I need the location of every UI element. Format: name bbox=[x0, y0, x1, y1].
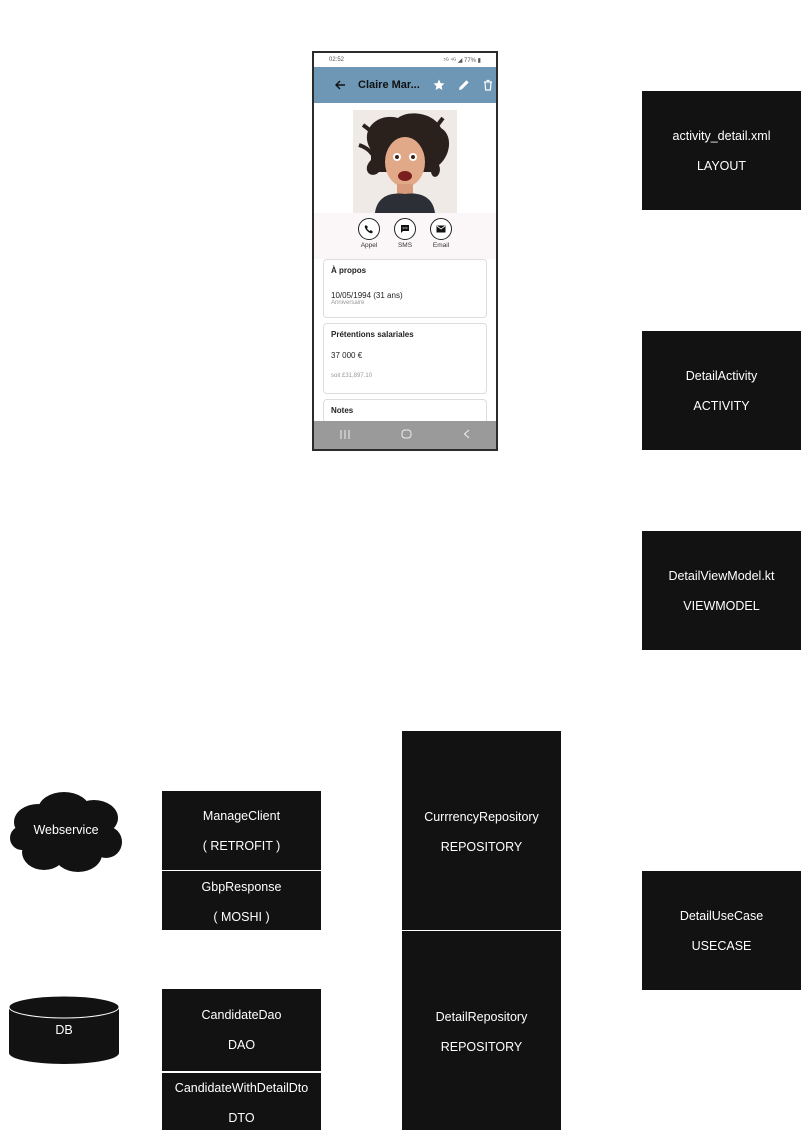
birthday-label: Anniversaire bbox=[331, 300, 365, 306]
activity-node-name: DetailActivity bbox=[685, 368, 758, 383]
webservice-cloud: Webservice bbox=[8, 790, 124, 874]
email-action[interactable]: Email bbox=[430, 218, 452, 259]
call-label: Appel bbox=[360, 242, 378, 249]
db-label: DB bbox=[55, 1023, 73, 1037]
recents-icon[interactable] bbox=[340, 426, 350, 444]
status-bar: 02:52 ⁵ᴳ ⁴ᴳ ◢ 77% ▮ bbox=[314, 53, 496, 67]
activity-node-kind: ACTIVITY bbox=[693, 398, 750, 413]
about-title: À propos bbox=[331, 266, 367, 275]
detail-repository-kind: REPOSITORY bbox=[440, 1040, 523, 1054]
candidate-dao-name: CandidateDao bbox=[201, 1008, 282, 1022]
phone-icon[interactable] bbox=[358, 218, 380, 240]
manage-client-name: ManageClient bbox=[202, 808, 281, 823]
star-icon[interactable] bbox=[433, 78, 445, 92]
contact-name: Claire Mar... bbox=[358, 79, 420, 91]
gbp-response-kind: ( MOSHI ) bbox=[213, 909, 270, 924]
birth-date: 10/05/1994 (31 ans) bbox=[331, 291, 403, 300]
webservice-label: Webservice bbox=[33, 823, 99, 837]
currency-repository-name: CurrrencyRepository bbox=[424, 810, 539, 824]
usecase-node: DetailUseCase USECASE bbox=[642, 871, 801, 990]
candidate-dao-kind: DAO bbox=[227, 1038, 256, 1052]
status-time: 02:52 bbox=[329, 57, 345, 63]
status-indicators: ⁵ᴳ ⁴ᴳ ◢ 77% ▮ bbox=[443, 57, 481, 64]
layout-node-name: activity_detail.xml bbox=[672, 128, 771, 143]
salary-title: Prétentions salariales bbox=[331, 330, 414, 339]
activity-node: DetailActivity ACTIVITY bbox=[642, 331, 801, 450]
call-action[interactable]: Appel bbox=[358, 218, 380, 259]
candidate-dto-kind: DTO bbox=[228, 1110, 255, 1125]
detail-repository-node: DetailRepository REPOSITORY bbox=[402, 931, 561, 1130]
manage-client-node: ManageClient ( RETROFIT ) bbox=[162, 791, 321, 870]
detail-repository-name: DetailRepository bbox=[435, 1010, 528, 1024]
app-bar: Claire Mar... bbox=[314, 67, 496, 103]
layout-node-kind: LAYOUT bbox=[696, 158, 747, 173]
system-nav-bar bbox=[314, 421, 496, 449]
home-icon[interactable] bbox=[401, 426, 412, 444]
sms-icon[interactable] bbox=[394, 218, 416, 240]
back-arrow-icon[interactable] bbox=[335, 78, 346, 92]
email-label: Email bbox=[432, 242, 450, 249]
viewmodel-node-name: DetailViewModel.kt bbox=[668, 568, 775, 583]
viewmodel-node-kind: VIEWMODEL bbox=[683, 598, 760, 613]
contact-actions: Appel SMS Email bbox=[314, 213, 496, 259]
database-cylinder: DB bbox=[8, 995, 120, 1065]
layout-node: activity_detail.xml LAYOUT bbox=[642, 91, 801, 210]
edit-icon[interactable] bbox=[458, 78, 470, 92]
salary-value: 37 000 € bbox=[331, 351, 363, 360]
about-card: À propos 10/05/1994 (31 ans) Anniversair… bbox=[323, 259, 487, 318]
candidate-dao-node: CandidateDao DAO bbox=[162, 989, 321, 1071]
usecase-node-kind: USECASE bbox=[691, 938, 752, 953]
email-icon[interactable] bbox=[430, 218, 452, 240]
candidate-dto-name: CandidateWithDetailDto bbox=[174, 1080, 309, 1095]
back-nav-icon[interactable] bbox=[463, 426, 470, 444]
manage-client-kind: ( RETROFIT ) bbox=[202, 838, 281, 853]
sms-label: SMS bbox=[397, 242, 413, 249]
currency-repository-node: CurrrencyRepository REPOSITORY bbox=[402, 731, 561, 930]
usecase-node-name: DetailUseCase bbox=[679, 908, 764, 923]
contact-photo bbox=[353, 110, 457, 213]
gbp-response-node: GbpResponse ( MOSHI ) bbox=[162, 871, 321, 930]
currency-repository-kind: REPOSITORY bbox=[440, 840, 523, 854]
sms-action[interactable]: SMS bbox=[394, 218, 416, 259]
gbp-response-name: GbpResponse bbox=[201, 879, 282, 894]
viewmodel-node: DetailViewModel.kt VIEWMODEL bbox=[642, 531, 801, 650]
delete-icon[interactable] bbox=[483, 78, 493, 92]
candidate-dto-node: CandidateWithDetailDto DTO bbox=[162, 1073, 321, 1130]
salary-card: Prétentions salariales 37 000 € soit £31… bbox=[323, 323, 487, 394]
phone-screenshot: 02:52 ⁵ᴳ ⁴ᴳ ◢ 77% ▮ Claire Mar... bbox=[312, 51, 498, 451]
notes-title: Notes bbox=[331, 406, 354, 415]
salary-converted: soit £31,897.10 bbox=[331, 373, 373, 379]
